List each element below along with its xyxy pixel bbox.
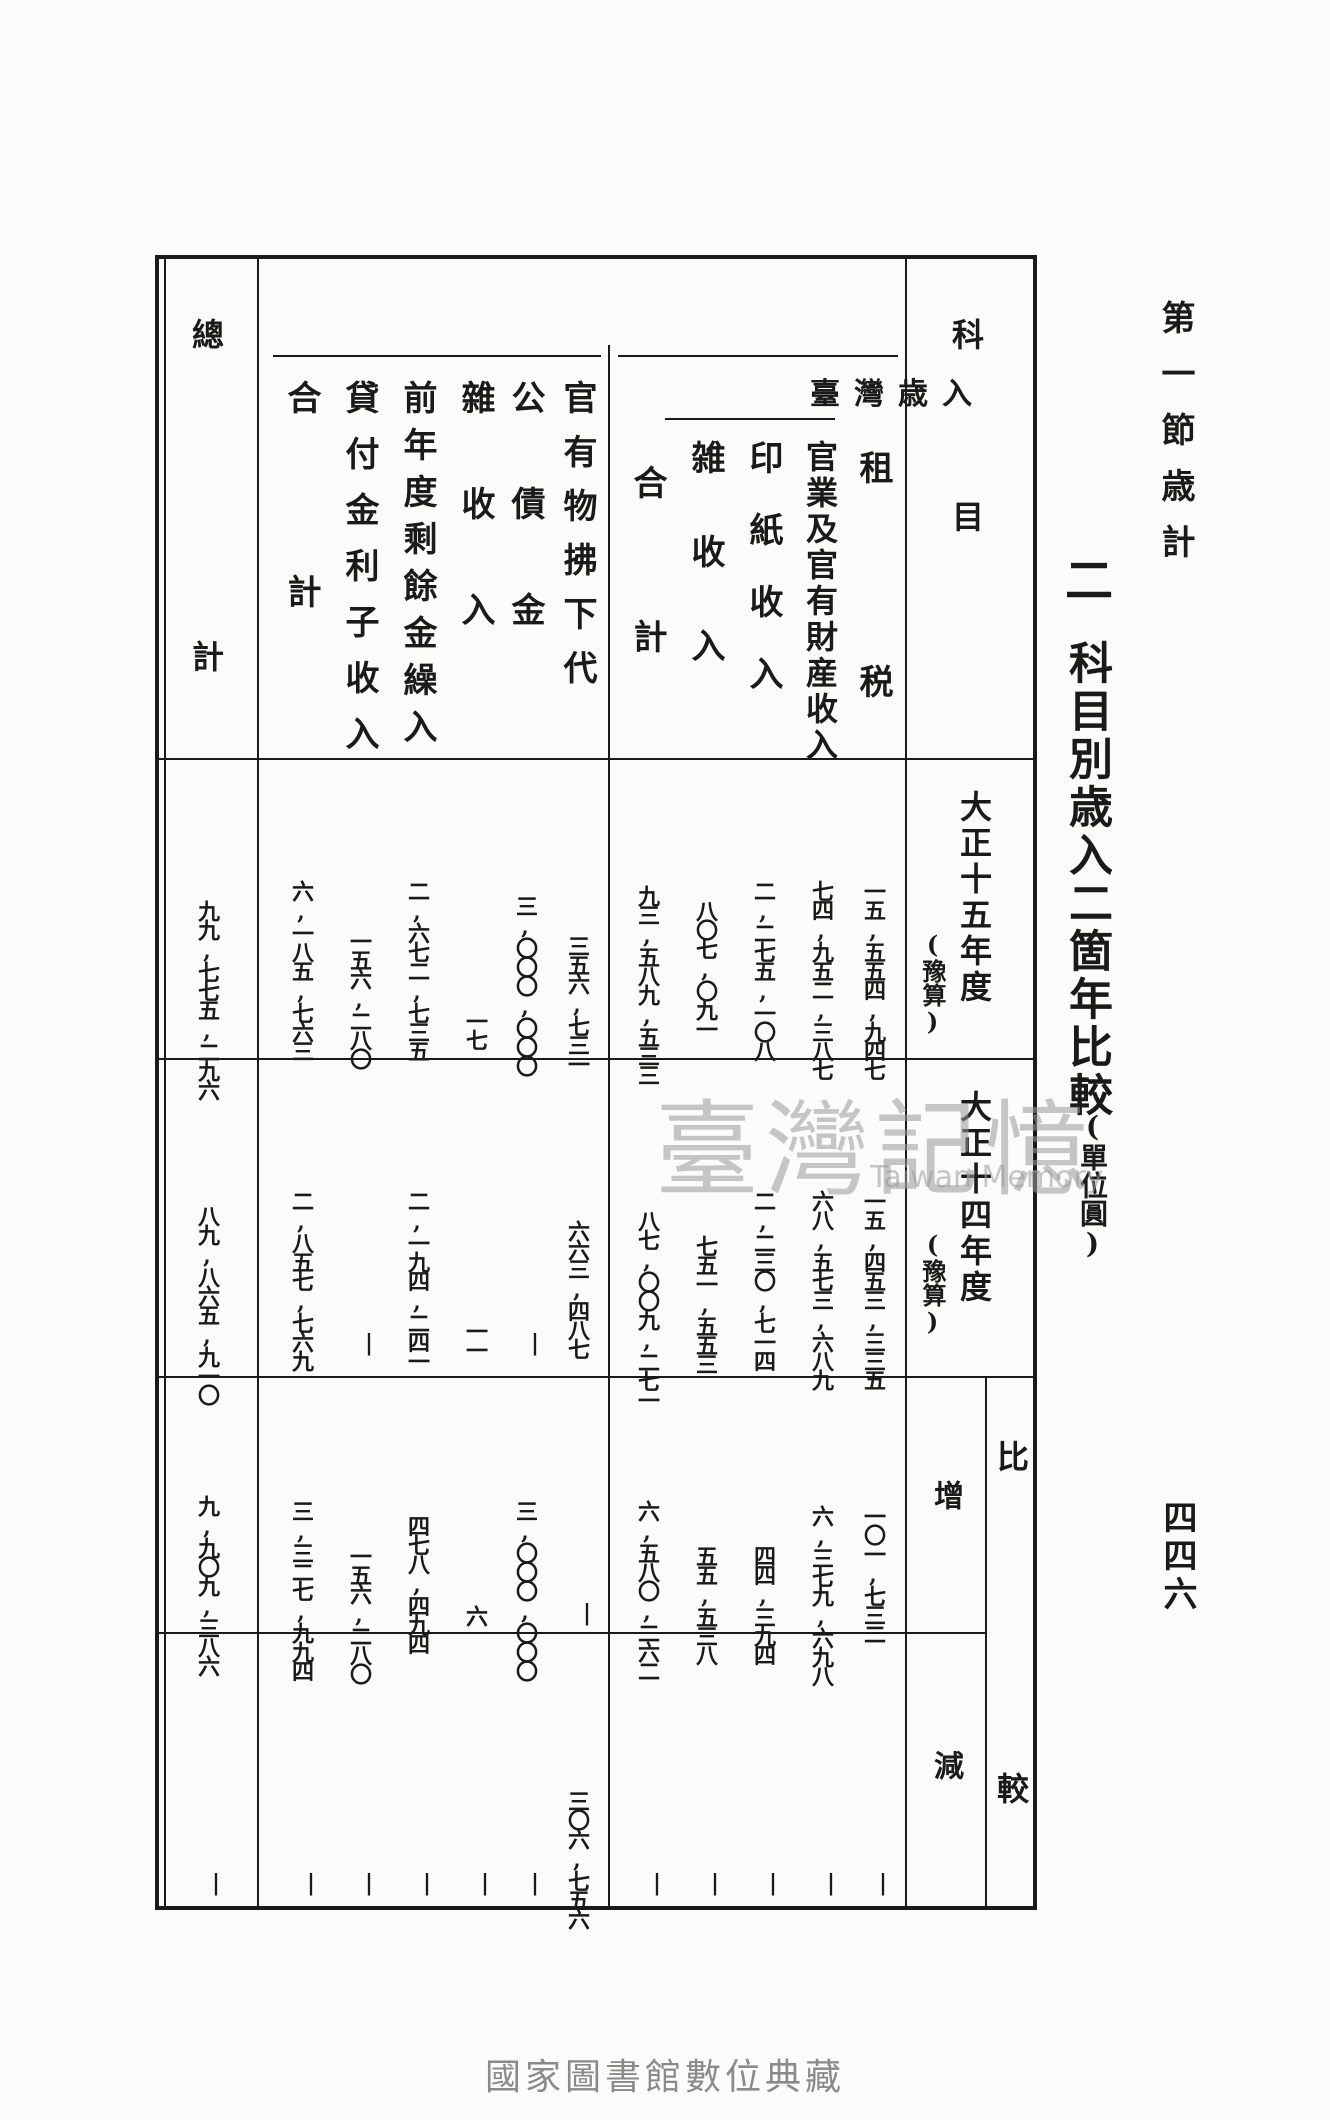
extra-cell-property-sale-inc: | <box>574 1600 600 1623</box>
sep-total-block <box>257 255 259 1910</box>
table-unit: (單位圓) <box>1076 1110 1109 1260</box>
grand-total-inc: 九,九〇九,三八六 <box>194 1495 220 1674</box>
extra-cell-misc-dec: | <box>472 1870 498 1893</box>
ord-cell-tax-inc: 一〇一,七三二 <box>860 1505 886 1642</box>
ordinary-label-underline <box>665 418 835 420</box>
extra-row-label-misc: 雜收入 <box>455 380 495 698</box>
ord-cell-stamp-dec: | <box>760 1870 786 1893</box>
extra-cell-total-inc: 三,三二七,九九四 <box>288 1500 314 1679</box>
extra-cell-property-sale-t14: 六六三,四八七 <box>564 1220 590 1357</box>
ord-row-label-govt-enterprise: 官業及官有財産收入 <box>801 440 839 764</box>
footer-credit: 國家圖書館數位典藏 <box>484 2057 845 2098</box>
ord-cell-total-t14: 八七,〇〇九,二七一 <box>634 1210 660 1408</box>
extra-cell-bonds-t14: | <box>522 1330 548 1353</box>
extra-cell-bonds-dec: | <box>522 1870 548 1893</box>
column-subject: 科目 <box>947 318 985 682</box>
column-taisho15-note: (豫算) <box>918 930 947 1036</box>
ordinary-group-label: 臺灣歳入 <box>810 377 986 412</box>
watermark-main: 臺灣記憶 <box>655 1089 1096 1211</box>
watermark-sub: Taiwan Memory <box>870 1160 1104 1195</box>
grand-total-t14: 八九,八六五,九一〇 <box>194 1205 220 1403</box>
column-increase: 增 <box>928 1480 963 1516</box>
ord-cell-misc-t14: 七五一,五五三 <box>692 1235 718 1372</box>
extra-cell-misc-t14: 一一 <box>462 1320 488 1358</box>
extra-cell-total-t14: 二,八五七,七六九 <box>288 1190 314 1369</box>
extra-row-label-surplus: 前年度剩餘金繰入 <box>397 380 437 756</box>
extra-cell-loan-interest-dec: | <box>356 1870 382 1893</box>
hsep-compare-split <box>157 1632 987 1634</box>
hsep-inc-dec-head <box>905 1632 987 1634</box>
extra-row-label-loan-interest: 貸付金利子收入 <box>339 380 379 772</box>
column-taisho15: 大正十五年度 <box>955 790 993 1006</box>
ord-cell-total-dec: | <box>644 1870 670 1893</box>
extra-cell-surplus-t15: 二,六七二,七三五 <box>404 880 430 1059</box>
extra-cell-loan-interest-inc: 一五六,二八〇 <box>346 1545 372 1682</box>
extra-cell-surplus-dec: | <box>414 1870 440 1893</box>
ord-cell-tax-t15: 一五,五五四,九四七 <box>860 880 886 1078</box>
extra-cell-property-sale-dec: 三〇六,七五六 <box>564 1790 590 1927</box>
table-frame <box>155 255 1037 1910</box>
ord-cell-govt-enterprise-t14: 六八,五七三,六八九 <box>808 1190 834 1388</box>
extra-cell-property-sale-t15: 三五六,七三一 <box>564 935 590 1072</box>
table-title-number: 二 <box>1056 555 1112 603</box>
ord-cell-govt-enterprise-t15: 七四,九五二,三八七 <box>808 880 834 1078</box>
extra-cell-surplus-inc: 四七八,四九四 <box>404 1515 430 1652</box>
ord-cell-misc-t15: 八〇七,〇九一 <box>692 900 718 1037</box>
vsep-compare <box>985 1376 987 1910</box>
ord-row-label-tax: 租税 <box>853 450 893 878</box>
extra-cell-loan-interest-t14: | <box>356 1330 382 1353</box>
ord-cell-govt-enterprise-dec: | <box>818 1870 844 1893</box>
ord-row-label-total: 合計 <box>627 465 667 773</box>
extra-cell-loan-interest-t15: 一五六,二八〇 <box>346 930 372 1067</box>
extra-cell-bonds-t15: 三,〇〇〇,〇〇〇 <box>512 895 538 1074</box>
frame-inner-left <box>164 255 166 1910</box>
ord-row-label-stamp: 印紙收入 <box>743 440 783 728</box>
ord-cell-stamp-t14: 二,二三〇,七一四 <box>750 1190 776 1369</box>
sep-header <box>905 255 907 1910</box>
hsep-t14 <box>157 1376 1033 1378</box>
column-taisho14-note: (豫算) <box>918 1230 947 1336</box>
extra-cell-surplus-t14: 二,一九四,二四一 <box>404 1190 430 1369</box>
page-number: 四四六 <box>1157 1500 1197 1614</box>
ord-cell-stamp-inc: 四四,三九四 <box>750 1545 776 1663</box>
ord-cell-misc-dec: | <box>702 1870 728 1893</box>
table-title: 科目別歳入二箇年比較 <box>1061 640 1112 1120</box>
section-heading: 第一節歳計 <box>1155 300 1195 580</box>
ord-cell-govt-enterprise-inc: 六,三七九,六九八 <box>808 1505 834 1684</box>
column-taisho14: 大正十四年度 <box>955 1090 993 1306</box>
grand-total-label: 總計 <box>187 318 225 962</box>
ord-row-label-misc: 雑收入 <box>685 440 725 722</box>
ord-cell-misc-inc: 五五,五三八 <box>692 1545 718 1663</box>
column-decrease: 減 <box>928 1750 963 1786</box>
grand-total-dec: | <box>203 1870 229 1893</box>
ord-cell-tax-t14: 一五,四五三,三三五 <box>860 1190 886 1388</box>
extra-cell-total-t15: 六,一八五,七六三 <box>288 880 314 1059</box>
ord-cell-tax-dec: | <box>870 1870 896 1893</box>
extra-row-label-property-sale: 官有物拂下代 <box>557 380 597 704</box>
hsep-subject <box>157 758 1033 760</box>
extra-cell-bonds-inc: 三,〇〇〇,〇〇〇 <box>512 1500 538 1679</box>
extra-cell-misc-t15: 一七 <box>462 1010 488 1048</box>
grand-total-t15: 九九,七七五,二九六 <box>194 900 220 1098</box>
extraordinary-top-rule <box>273 355 601 357</box>
ord-cell-total-inc: 六,五八〇,二六二 <box>634 1500 660 1679</box>
ord-cell-total-t15: 九三,五八九,五三三 <box>634 885 660 1083</box>
hsep-t15 <box>157 1058 1033 1060</box>
extra-cell-total-dec: | <box>298 1870 324 1893</box>
extra-cell-misc-inc: 六 <box>462 1605 488 1624</box>
column-comparison: 比較 <box>992 1440 1030 2104</box>
sep-extra-ordinary <box>608 345 610 1910</box>
extra-row-label-bonds: 公債金 <box>505 380 545 698</box>
ordinary-top-rule <box>618 355 898 357</box>
ord-cell-stamp-t15: 二,二七五,一〇八 <box>750 880 776 1059</box>
extra-row-label-total: 合計 <box>281 380 321 768</box>
